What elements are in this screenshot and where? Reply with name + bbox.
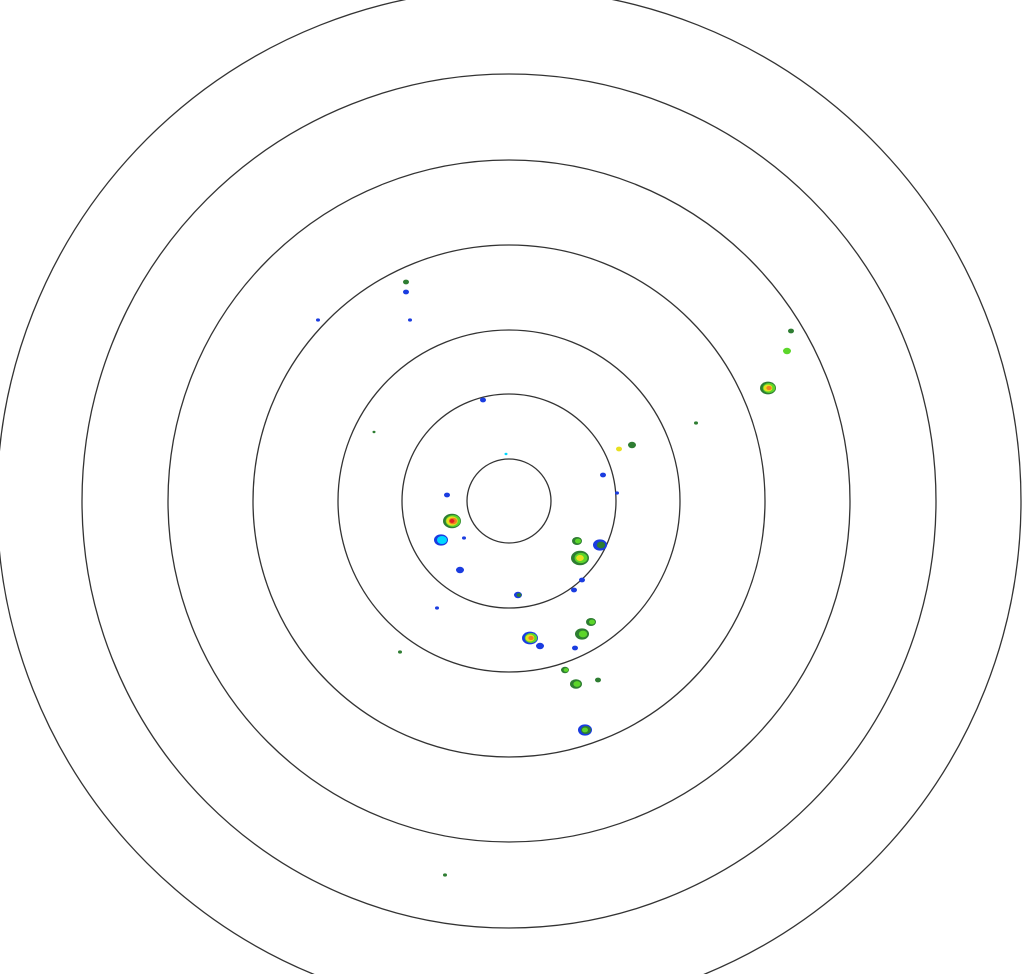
echo-heavy bbox=[528, 635, 534, 641]
echo-moderate_dark bbox=[628, 441, 636, 449]
echo-cell bbox=[561, 666, 569, 674]
echo-cell bbox=[522, 631, 538, 645]
echo-strong bbox=[616, 446, 622, 452]
echo-cell bbox=[443, 873, 447, 877]
echo-cell bbox=[578, 724, 592, 736]
echo-moderate bbox=[582, 727, 588, 733]
echo-weak bbox=[462, 536, 466, 540]
echo-moderate_dark bbox=[443, 873, 447, 877]
echo-cell bbox=[316, 318, 320, 322]
echo-cell bbox=[600, 472, 606, 478]
echo-cell bbox=[536, 642, 544, 650]
echo-light bbox=[504, 452, 508, 456]
echo-heavy bbox=[766, 385, 772, 391]
echo-cell bbox=[435, 606, 439, 610]
echo-weak bbox=[600, 472, 606, 478]
echo-moderate bbox=[589, 619, 595, 625]
range-ring-6 bbox=[81, 73, 937, 929]
echo-moderate_dark bbox=[788, 328, 794, 334]
echo-moderate bbox=[575, 538, 581, 544]
echo-weak bbox=[408, 318, 412, 322]
echo-cell bbox=[575, 628, 589, 640]
echo-cell bbox=[480, 397, 486, 403]
echo-cell bbox=[616, 446, 622, 452]
range-ring-2 bbox=[401, 393, 617, 609]
echo-weak bbox=[480, 397, 486, 403]
precipitation-echoes bbox=[316, 279, 794, 877]
echo-moderate_dark bbox=[595, 677, 601, 683]
echo-weak bbox=[571, 587, 577, 593]
echo-moderate_dark bbox=[516, 593, 522, 597]
echo-moderate bbox=[578, 630, 588, 638]
echo-cell bbox=[595, 677, 601, 683]
echo-cell bbox=[570, 679, 582, 689]
echo-weak bbox=[572, 645, 578, 651]
echo-moderate_dark bbox=[403, 279, 409, 285]
echo-cell bbox=[783, 347, 791, 355]
echo-cell bbox=[443, 513, 461, 529]
echo-cell bbox=[571, 550, 589, 566]
echo-cell bbox=[593, 539, 607, 551]
echo-cell bbox=[586, 618, 596, 626]
echo-moderate bbox=[573, 681, 581, 687]
echo-weak bbox=[579, 577, 585, 583]
echo-cell bbox=[444, 492, 450, 498]
echo-intense bbox=[449, 519, 455, 523]
echo-moderate_dark bbox=[596, 541, 606, 549]
echo-weak bbox=[536, 642, 544, 650]
echo-moderate bbox=[783, 347, 791, 355]
echo-cell bbox=[403, 289, 409, 295]
echo-light bbox=[438, 537, 444, 543]
echo-moderate_dark bbox=[694, 421, 698, 425]
range-ring-4 bbox=[252, 244, 766, 758]
echo-cell bbox=[456, 566, 464, 574]
echo-cell bbox=[408, 318, 412, 322]
echo-cell bbox=[694, 421, 698, 425]
echo-cell bbox=[571, 587, 577, 593]
echo-cell bbox=[514, 591, 522, 599]
echo-weak bbox=[444, 492, 450, 498]
echo-moderate_dark bbox=[372, 430, 376, 434]
range-ring-5 bbox=[167, 159, 851, 843]
echo-moderate_dark bbox=[398, 650, 402, 654]
echo-cell bbox=[572, 645, 578, 651]
echo-cell bbox=[572, 537, 582, 545]
echo-weak bbox=[316, 318, 320, 322]
echo-cell bbox=[398, 650, 402, 654]
echo-cell bbox=[579, 577, 585, 583]
echo-cell bbox=[403, 279, 409, 285]
echo-cell bbox=[372, 430, 376, 434]
echo-cell bbox=[628, 441, 636, 449]
echo-weak bbox=[615, 491, 619, 495]
echo-cell bbox=[615, 491, 619, 495]
echo-cell bbox=[788, 328, 794, 334]
echo-weak bbox=[403, 289, 409, 295]
range-ring-3 bbox=[337, 329, 681, 673]
echo-weak bbox=[435, 606, 439, 610]
echo-moderate bbox=[563, 668, 569, 672]
echo-cell bbox=[434, 534, 448, 546]
echo-cell bbox=[760, 381, 776, 395]
echo-cell bbox=[462, 536, 466, 540]
echo-strong bbox=[576, 554, 584, 562]
echo-cell bbox=[504, 452, 508, 456]
echo-weak bbox=[456, 566, 464, 574]
range-ring-1 bbox=[466, 458, 552, 544]
